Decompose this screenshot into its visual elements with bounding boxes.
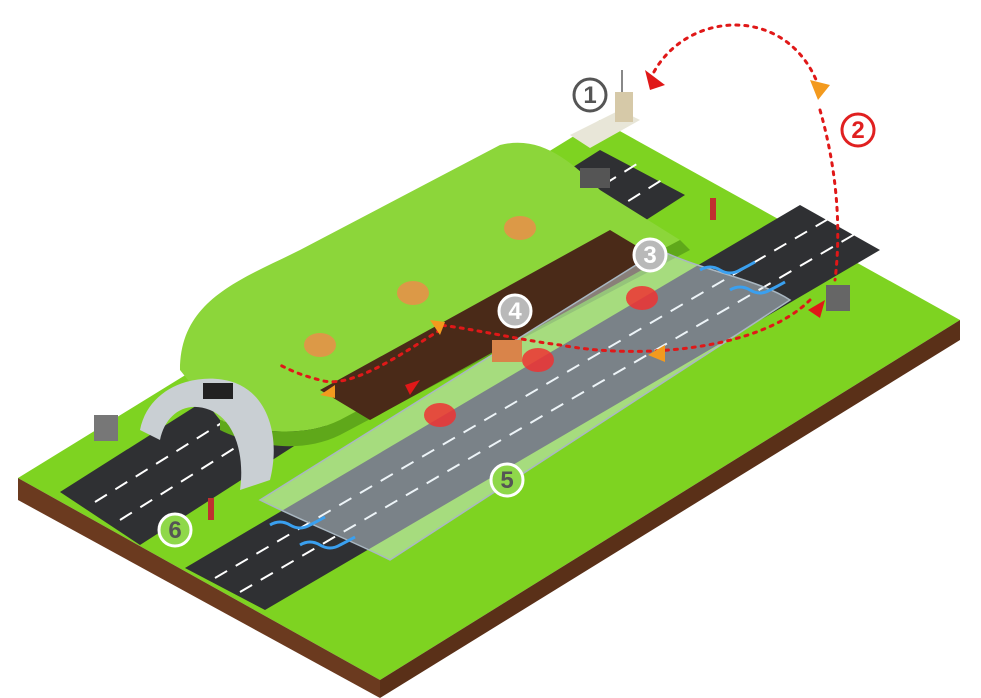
- marker-label: 4: [508, 298, 522, 325]
- marker-6: 6: [157, 512, 193, 548]
- marker-label: 5: [500, 467, 513, 494]
- fire-icon: [492, 340, 522, 362]
- marker-3: 3: [632, 237, 668, 273]
- tunnel-portal: [140, 378, 274, 490]
- emergency-phone-icon: [208, 198, 716, 520]
- road-right: [185, 205, 880, 610]
- marker-circle: [497, 293, 533, 329]
- marker-5: 5: [489, 462, 525, 498]
- tunnel-tube: [258, 249, 792, 561]
- cabinet-icon: [94, 168, 850, 441]
- signal-paths: [278, 23, 840, 384]
- marker-label: 2: [851, 117, 864, 144]
- signal-arrows: [320, 70, 830, 398]
- air-flow-icon: [269, 260, 786, 550]
- marker-label: 3: [643, 242, 656, 269]
- marker-4: 4: [497, 293, 533, 329]
- marker-1: 1: [572, 77, 608, 113]
- marker-circle: [157, 512, 193, 548]
- marker-layer: 1 2 3 4 5 6: [157, 77, 876, 548]
- message-sign-icon: [203, 383, 233, 399]
- marker-2: 2: [840, 112, 876, 148]
- marker-circle: [632, 237, 668, 273]
- jet-fan-icon: [304, 216, 658, 427]
- marker-circle: [840, 112, 876, 148]
- marker-circle: [489, 462, 525, 498]
- marker-label: 1: [583, 82, 596, 109]
- marker-circle: [572, 77, 608, 113]
- marker-label: 6: [168, 517, 181, 544]
- control-building-icon: [570, 70, 640, 148]
